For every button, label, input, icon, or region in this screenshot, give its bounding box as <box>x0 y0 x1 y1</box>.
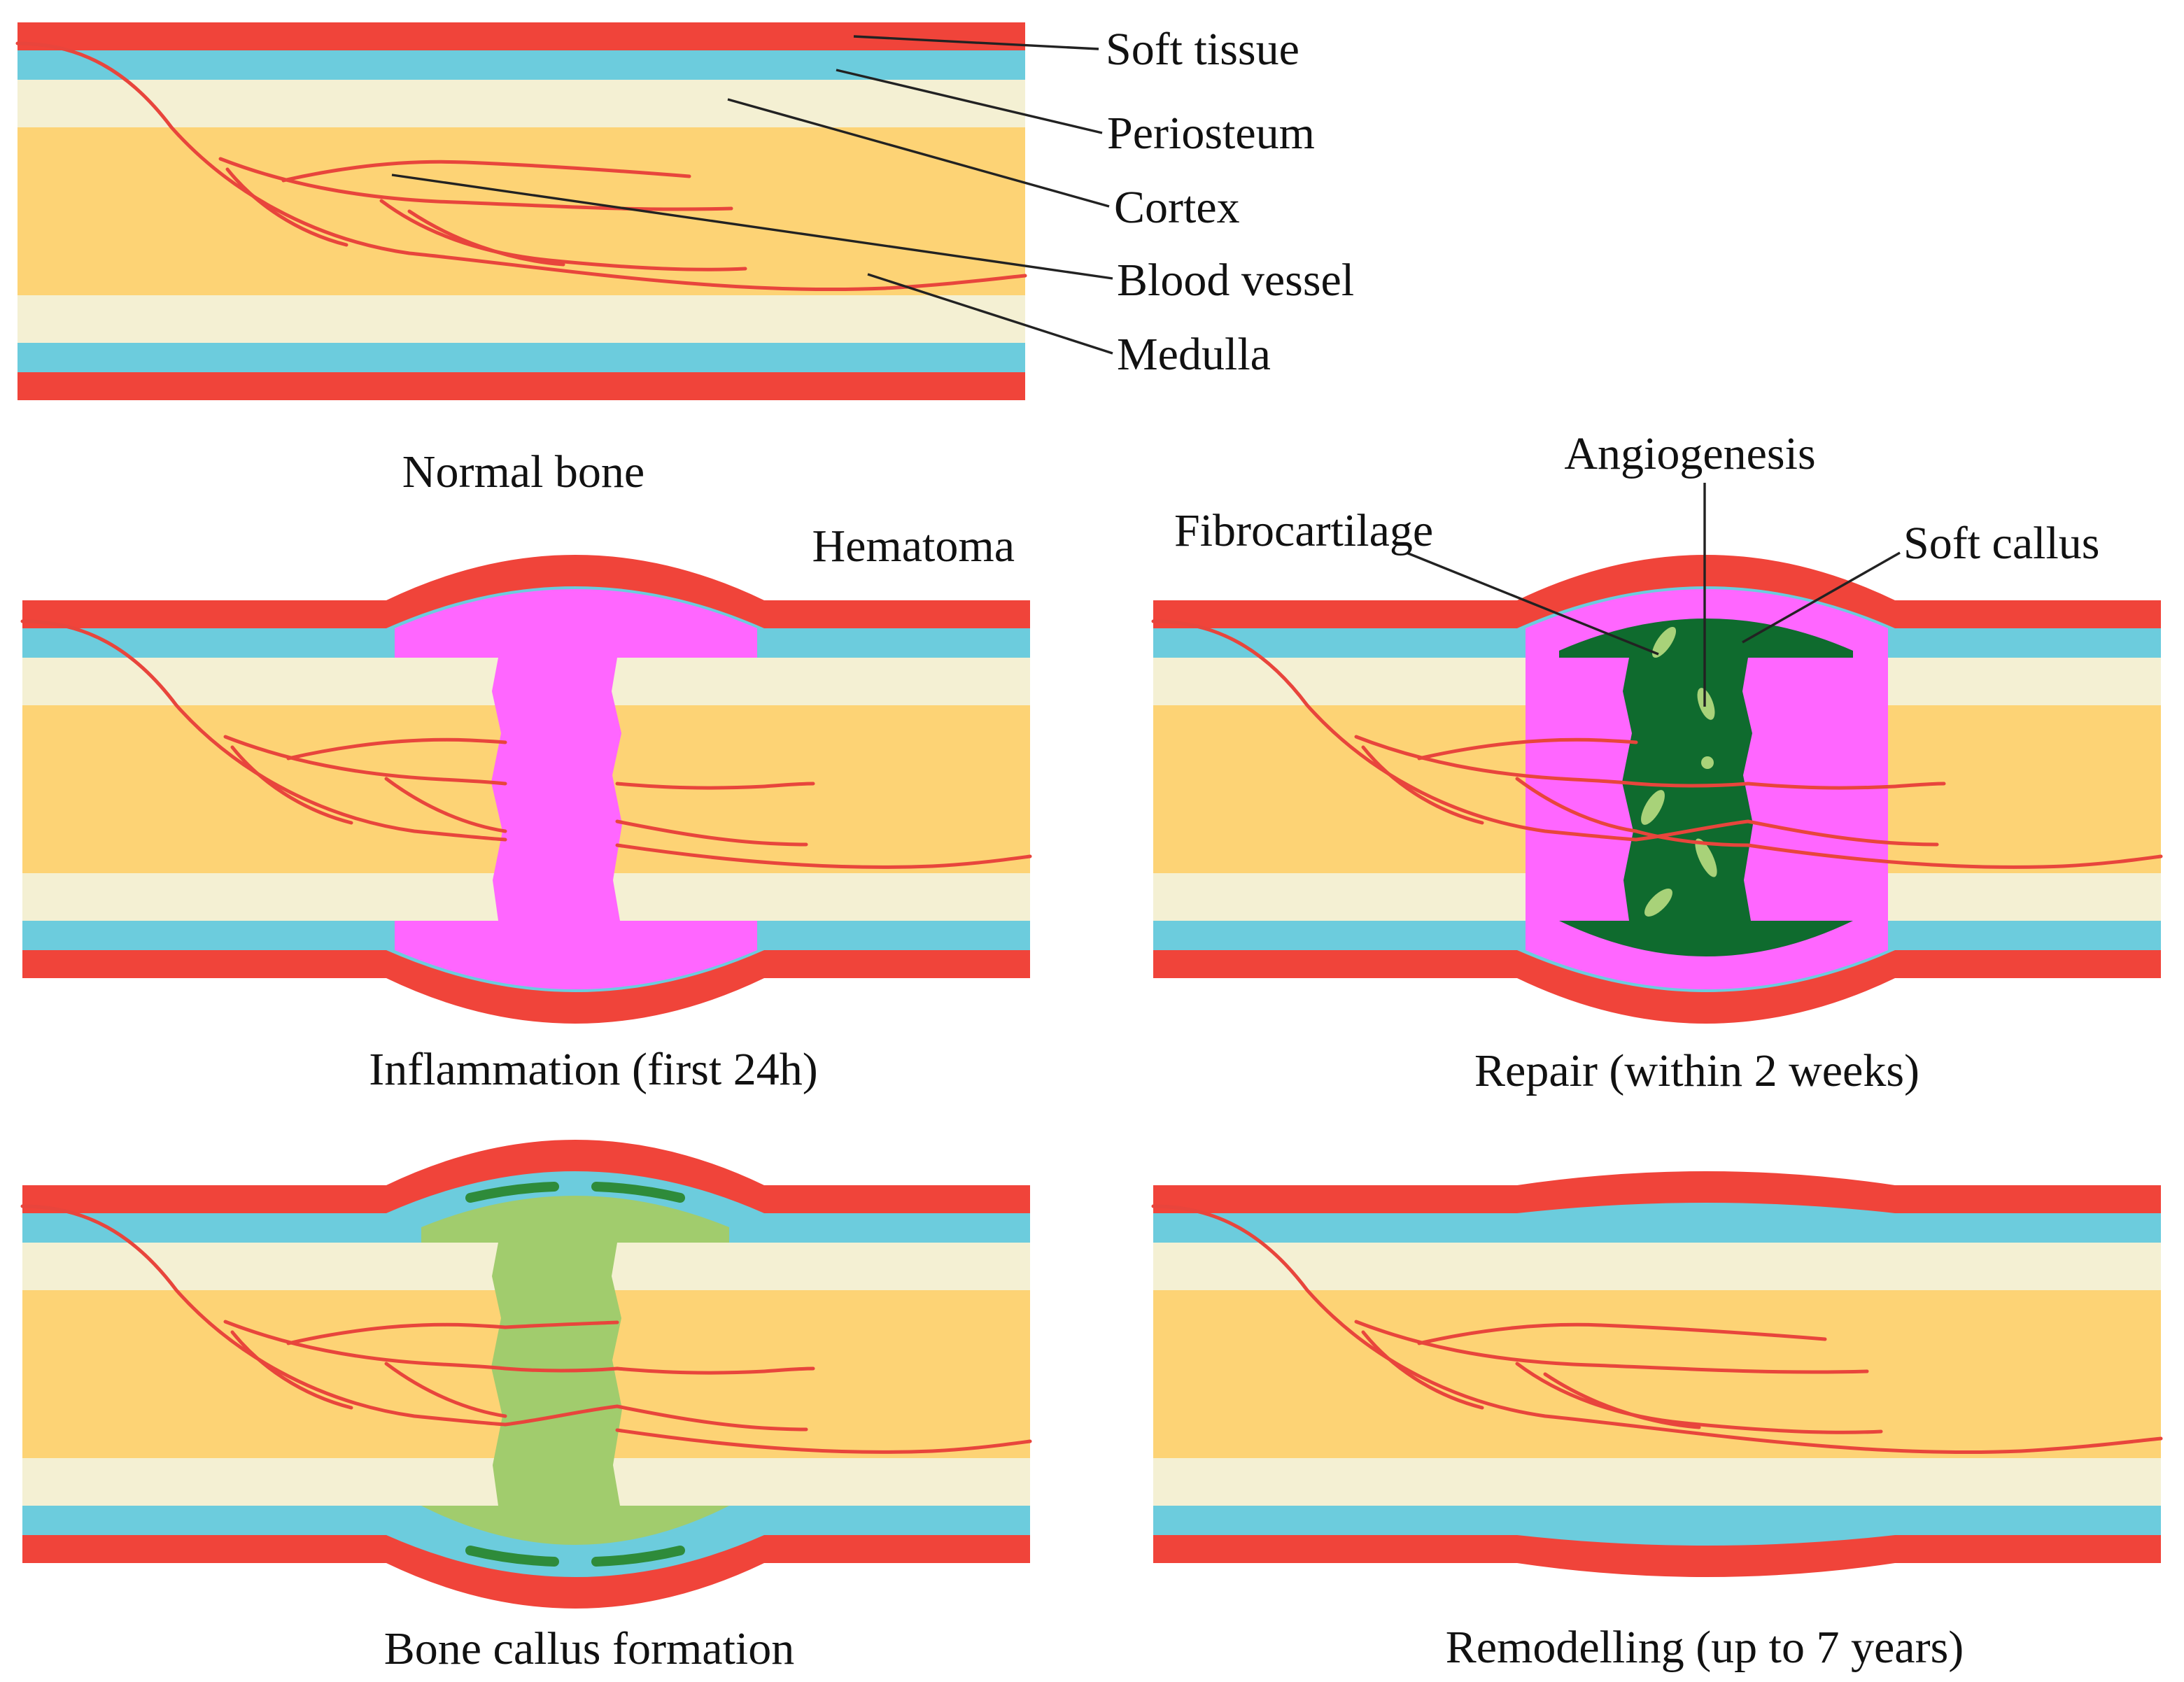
leader-medulla <box>867 273 1113 355</box>
remodel-panel <box>1153 1171 2161 1577</box>
angiogenesis-vessels <box>1634 782 1750 847</box>
label-soft-callus: Soft callus <box>1903 518 2099 569</box>
repair-leader-lines <box>1406 483 1901 707</box>
fibrocartilage-island <box>1644 889 1672 917</box>
fibrocartilage-island <box>1651 626 1677 658</box>
label-periosteum: Periosteum <box>1107 108 1315 159</box>
fibrocartilage-island <box>1697 688 1715 720</box>
normal-leader-lines <box>391 35 1113 355</box>
label-cortex: Cortex <box>1114 182 1240 233</box>
leader-periosteum <box>836 69 1103 134</box>
leader-fibrocartilage <box>1406 551 1659 656</box>
label-angiogenesis: Angiogenesis <box>1564 428 1815 479</box>
fibrocartilage-island <box>1701 756 1714 769</box>
callus-edge-arcs <box>465 1182 685 1567</box>
leader-soft-callus <box>1742 551 1901 644</box>
leader-soft-tissue <box>853 35 1099 50</box>
remodel-medulla <box>1153 1290 2161 1458</box>
fibrocartilage-islands <box>1641 626 1717 917</box>
label-fibrocartilage: Fibrocartilage <box>1174 505 1433 556</box>
label-blood-vessel: Blood vessel <box>1117 255 1354 306</box>
caption-remodel: Remodelling (up to 7 years) <box>1446 1622 1964 1673</box>
callus-bridging-vessels <box>503 1320 619 1427</box>
caption-repair: Repair (within 2 weeks) <box>1474 1045 1919 1096</box>
label-medulla: Medulla <box>1117 329 1271 380</box>
caption-normal-bone: Normal bone <box>402 446 644 497</box>
fibrocartilage-island <box>1641 790 1665 825</box>
fibrocartilage-island <box>1695 838 1717 877</box>
label-soft-tissue: Soft tissue <box>1106 24 1299 75</box>
hematoma-region <box>395 589 757 989</box>
repair-panel <box>1153 555 2161 1024</box>
label-hematoma: Hematoma <box>812 521 1015 572</box>
caption-callus: Bone callus formation <box>384 1623 795 1674</box>
leader-blood-vessel <box>391 174 1113 280</box>
caption-inflammation: Inflammation (first 24h) <box>369 1044 818 1095</box>
callus-panel <box>22 1140 1030 1609</box>
leader-cortex <box>727 98 1110 208</box>
inflammation-panel <box>22 555 1030 1024</box>
